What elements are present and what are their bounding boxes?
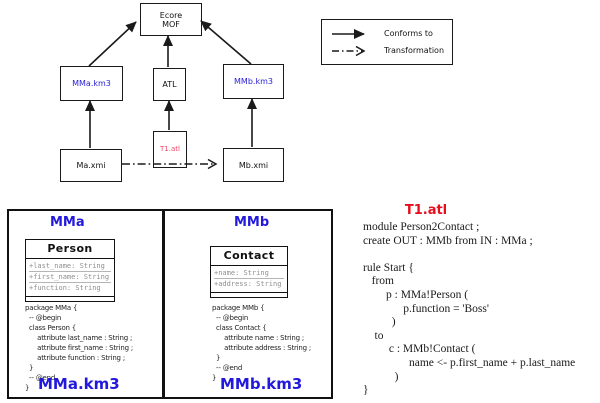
mmb-title: MMb [234,215,270,230]
node-mma-km3-label: MMa.km3 [72,79,111,88]
panel-divider [162,211,165,397]
contact-attr-address: +address: String [214,280,282,288]
person-class-box: Person +last_name: String +first_name: S… [25,239,115,302]
mma-km3-code: package MMa { -- @begin class Person { a… [25,304,134,392]
person-class-name: Person [26,240,114,259]
node-mmb-km3: MMb.km3 [223,64,284,99]
contact-class-box: Contact +name: String +address: String [210,246,288,298]
mma-title: MMa [50,215,85,230]
node-mb-xmi: Mb.xmi [223,148,284,182]
node-atl-label: ATL [162,80,177,89]
node-mma-km3: MMa.km3 [60,66,123,101]
atl-code-title: T1.atl [404,203,448,218]
legend-box: Conforms to Transformation [321,19,453,65]
node-ma-xmi: Ma.xmi [60,149,122,182]
mmb-km3-code: package MMb { -- @begin class Contact { … [212,304,312,382]
node-ma-xmi-label: Ma.xmi [76,161,106,170]
node-mmb-km3-label: MMb.km3 [234,77,273,86]
node-t1-atl: T1.atl [153,131,187,168]
legend-row-transformation: Transformation [331,46,452,56]
atl-code-listing: module Person2Contact ; create OUT : MMb… [363,221,576,397]
person-attr-last-name: +last_name: String [29,261,111,272]
arrow-mmakm3-to-ecore [88,21,137,67]
legend-transformation-label: Transformation [384,46,445,55]
mmb-km3-file-label: MMb.km3 [220,375,303,393]
node-ecore-line2: MOF [162,19,180,29]
mma-km3-file-label: MMa.km3 [38,375,120,393]
contact-attr-name: +name: String [214,268,284,279]
legend-row-conforms: Conforms to [331,28,452,39]
arrow-mmbkm3-to-ecore [200,20,252,65]
person-attr-function: +function: String [29,284,101,292]
person-attributes: +last_name: String +first_name: String +… [26,259,114,297]
node-t1-atl-label: T1.atl [160,145,180,153]
person-empty-compartment [26,297,114,301]
contact-class-name: Contact [211,247,287,266]
solid-arrow-icon [332,28,365,39]
person-attr-first-name: +first_name: String [29,273,111,283]
node-mb-xmi-label: Mb.xmi [238,160,269,170]
node-atl: ATL [153,68,186,101]
node-ecore-mof: Ecore MOF [140,3,202,36]
node-ecore-line1: Ecore [159,10,183,20]
contact-empty-compartment [211,293,287,297]
metamodel-panel: MMa Person +last_name: String +first_nam… [7,209,333,399]
contact-attributes: +name: String +address: String [211,266,287,293]
dashdot-arrow-icon [332,46,375,56]
legend-conforms-label: Conforms to [384,29,433,38]
